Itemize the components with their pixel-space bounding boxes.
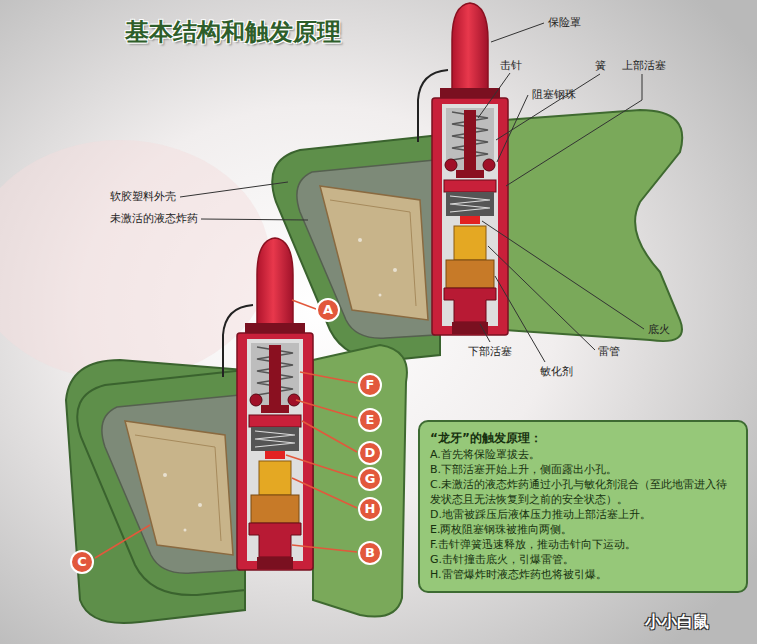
callout-letter: H [360,499,380,519]
part-label: 击针 [500,58,522,73]
part-label: 上部活塞 [622,58,666,73]
note-item: G.击针撞击底火，引爆雷管。 [430,553,736,568]
leader-lines [180,23,644,362]
part-label: 雷管 [598,344,620,359]
callout-leaders [95,300,357,558]
note-item: F.击针弹簧迅速释放，推动击针向下运动。 [430,538,736,553]
mine-wing [505,110,682,341]
upper-mine [272,3,682,360]
callout-circle: C [70,550,94,574]
part-label: 敏化剂 [540,364,573,379]
callout-letter: B [360,543,380,563]
part-label: 底火 [648,322,670,337]
part-label: 保险罩 [548,15,581,30]
callout-circle: F [358,373,382,397]
note-item: B.下部活塞开始上升，侧面露出小孔。 [430,463,736,478]
part-label: 下部活塞 [468,344,512,359]
callout-letter: C [72,552,92,572]
note-item: D.地雷被踩压后液体压力推动上部活塞上升。 [430,508,736,523]
callout-letter: D [360,443,380,463]
callout-circle: G [358,467,382,491]
note-item: H.雷管爆炸时液态炸药也将被引爆。 [430,568,736,583]
callout-letter: G [360,469,380,489]
callout-circle: D [358,441,382,465]
lower-mine [66,238,407,623]
note-item: A.首先将保险罩拔去。 [430,448,736,463]
watermark: 小小白鼠 [645,612,709,633]
callout-circle: B [358,541,382,565]
part-label: 簧 [595,58,606,73]
callout-letter: E [360,410,380,430]
part-label: 软胶塑料外壳 [110,189,176,204]
mine-wing [313,345,407,617]
background-glow [0,140,270,380]
callout-letter: A [318,300,338,320]
note-item: C.未激活的液态炸药通过小孔与敏化剂混合（至此地雷进入待发状态且无法恢复到之前的… [430,478,736,508]
note-heading: “龙牙”的触发原理： [430,430,736,446]
callout-letter: F [360,375,380,395]
note-item: E.两枚阻塞钢珠被推向两侧。 [430,523,736,538]
diagram-title: 基本结构和触发原理 [125,16,341,48]
part-label: 未激活的液态炸药 [110,211,198,226]
note-box: “龙牙”的触发原理： A.首先将保险罩拔去。B.下部活塞开始上升，侧面露出小孔。C… [418,420,748,593]
callout-circle: H [358,497,382,521]
part-label: 阻塞钢珠 [532,87,576,102]
mine-body [66,360,245,623]
callout-circle: A [316,298,340,322]
callout-circle: E [358,408,382,432]
